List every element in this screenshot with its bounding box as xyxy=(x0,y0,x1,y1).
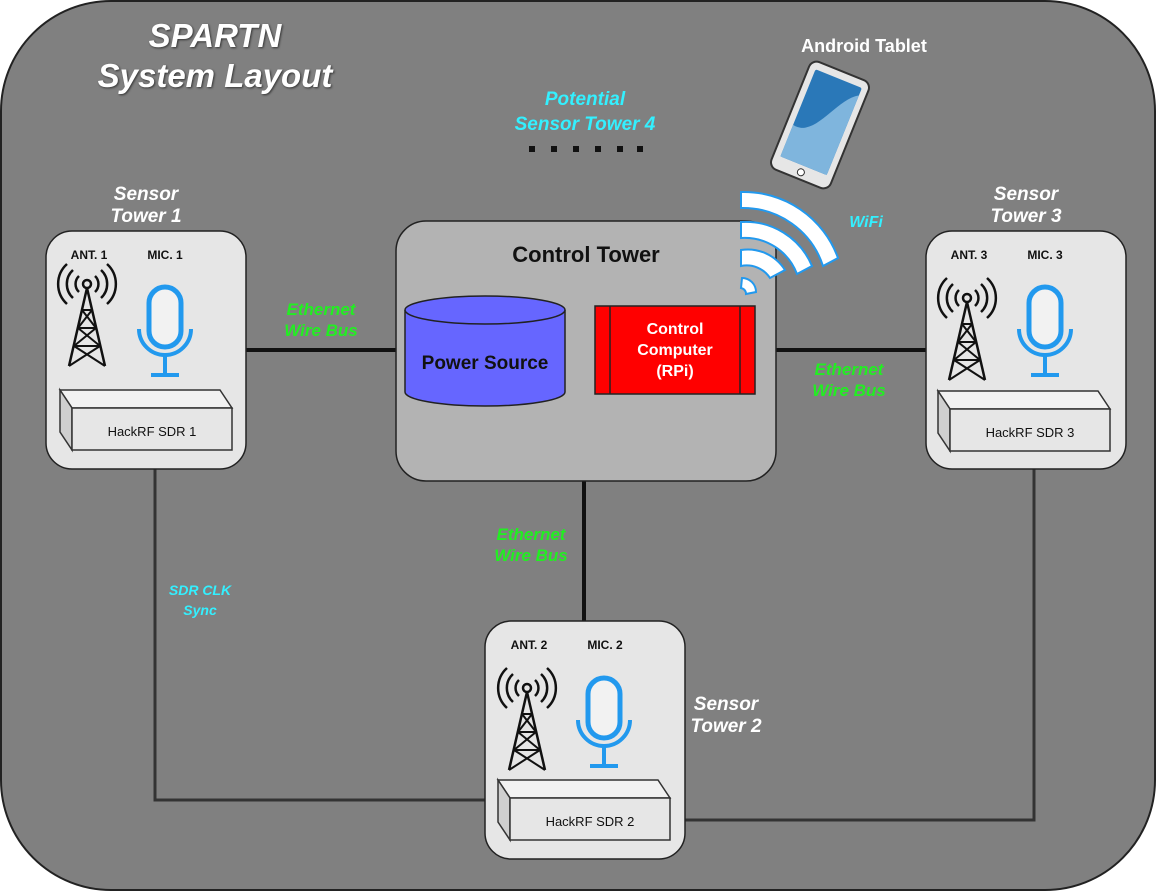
ethernet-label-1: Ethernet Wire Bus xyxy=(284,300,358,340)
power-source-cylinder xyxy=(404,295,566,407)
ethernet-label-2: Ethernet Wire Bus xyxy=(494,525,568,565)
control-computer-label: Control Computer (RPi) xyxy=(637,321,713,380)
sensor-tower-1-label: Sensor Tower 1 xyxy=(110,184,182,227)
antenna-1-label: ANT. 1 xyxy=(70,248,108,262)
hackrf-sdr-1-box xyxy=(59,389,233,451)
power-source-label: Power Source xyxy=(421,353,549,374)
control-computer-box xyxy=(594,305,756,395)
sensor-tower-3-label: Sensor Tower 3 xyxy=(990,184,1062,227)
title-line-1: SPARTN xyxy=(148,17,282,54)
wifi-label: WiFi xyxy=(849,214,883,231)
control-tower-panel xyxy=(395,220,777,482)
mic-2-label: MIC. 2 xyxy=(587,638,623,652)
sdr-clk-sync-label: SDR CLK Sync xyxy=(168,582,232,618)
diagram-title: SPARTN System Layout xyxy=(80,16,350,96)
hackrf-sdr-3-box xyxy=(937,390,1111,452)
hackrf-sdr-2-box xyxy=(497,779,671,841)
sdr-clk-sync-arrow-1 xyxy=(153,452,500,805)
antenna-2-label: ANT. 2 xyxy=(510,638,548,652)
potential-tower-dots xyxy=(529,146,643,152)
hackrf-sdr-2-label: HackRF SDR 2 xyxy=(545,814,635,829)
sdr-clk-sync-arrow-2 xyxy=(670,450,1039,822)
tablet-icon xyxy=(770,60,870,190)
mic-1-label: MIC. 1 xyxy=(147,248,183,262)
potential-tower-label: Potential Sensor Tower 4 xyxy=(514,89,656,135)
hackrf-sdr-1-label: HackRF SDR 1 xyxy=(107,424,197,439)
sensor-tower-2-label: Sensor Tower 2 xyxy=(690,694,762,737)
hackrf-sdr-3-label: HackRF SDR 3 xyxy=(985,425,1075,440)
antenna-3-label: ANT. 3 xyxy=(950,248,988,262)
control-tower-title: Control Tower xyxy=(512,242,660,267)
android-tablet-label: Android Tablet xyxy=(801,36,927,56)
title-line-2: System Layout xyxy=(97,57,333,94)
mic-3-label: MIC. 3 xyxy=(1027,248,1063,262)
ethernet-label-3: Ethernet Wire Bus xyxy=(812,360,886,400)
wifi-icon xyxy=(739,190,840,296)
